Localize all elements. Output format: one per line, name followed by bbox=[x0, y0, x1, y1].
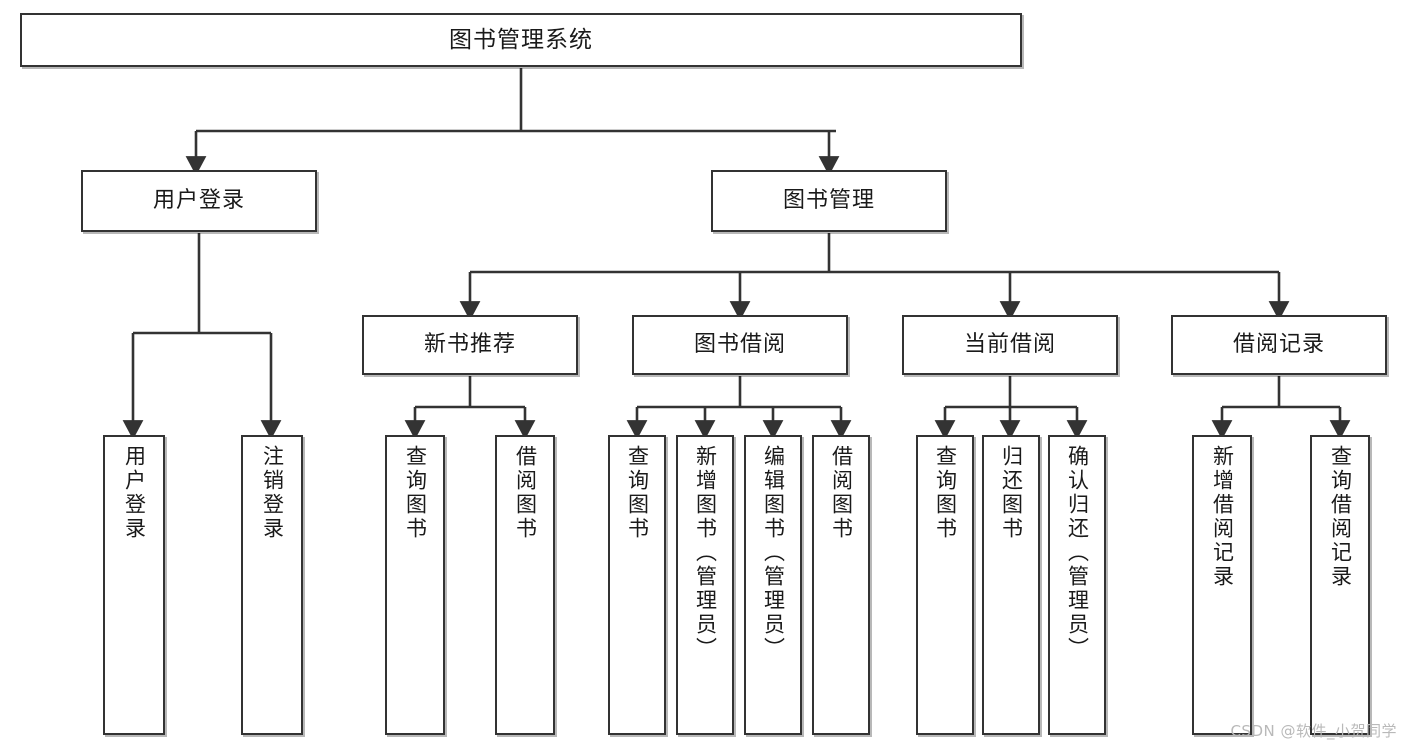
node-new-book-recommend[interactable]: 新书推荐 bbox=[362, 315, 578, 375]
node-root-system[interactable]: 图书管理系统 bbox=[20, 13, 1022, 67]
node-leaf-borrow-book-2[interactable]: 借阅图书 bbox=[812, 435, 870, 735]
node-label: 用户登录 bbox=[152, 188, 245, 214]
node-label: 用户登录 bbox=[122, 445, 147, 541]
node-leaf-add-record[interactable]: 新增借阅记录 bbox=[1192, 435, 1252, 735]
node-label: 借阅图书 bbox=[829, 445, 854, 541]
node-label: 借阅记录 bbox=[1232, 332, 1325, 358]
node-label: 查询借阅记录 bbox=[1328, 445, 1353, 589]
node-leaf-edit-book[interactable]: 编辑图书（管理员） bbox=[744, 435, 802, 735]
node-label: 图书借阅 bbox=[693, 332, 786, 358]
node-label: 借阅图书 bbox=[513, 445, 538, 541]
csdn-watermark: CSDN @软件_小贺同学 bbox=[1230, 722, 1397, 740]
node-label: 查询图书 bbox=[933, 445, 958, 541]
node-leaf-query-book-2[interactable]: 查询图书 bbox=[608, 435, 666, 735]
node-current-borrow[interactable]: 当前借阅 bbox=[902, 315, 1118, 375]
node-leaf-query-book-3[interactable]: 查询图书 bbox=[916, 435, 974, 735]
node-leaf-query-record[interactable]: 查询借阅记录 bbox=[1310, 435, 1370, 735]
node-leaf-borrow-book-1[interactable]: 借阅图书 bbox=[495, 435, 555, 735]
node-book-management[interactable]: 图书管理 bbox=[711, 170, 947, 232]
node-label: 查询图书 bbox=[625, 445, 650, 541]
node-label: 新增借阅记录 bbox=[1210, 445, 1235, 589]
node-leaf-query-book-1[interactable]: 查询图书 bbox=[385, 435, 445, 735]
node-borrow-record[interactable]: 借阅记录 bbox=[1171, 315, 1387, 375]
node-label: 注销登录 bbox=[260, 445, 285, 541]
node-label: 新书推荐 bbox=[423, 332, 516, 358]
node-label: 编辑图书（管理员） bbox=[761, 445, 786, 661]
node-label: 确认归还（管理员） bbox=[1065, 445, 1090, 661]
node-label: 图书管理系统 bbox=[449, 26, 593, 53]
node-leaf-return-book[interactable]: 归还图书 bbox=[982, 435, 1040, 735]
node-leaf-user-login[interactable]: 用户登录 bbox=[103, 435, 165, 735]
node-label: 当前借阅 bbox=[963, 332, 1056, 358]
node-label: 图书管理 bbox=[782, 188, 875, 214]
node-user-login[interactable]: 用户登录 bbox=[81, 170, 317, 232]
node-label: 归还图书 bbox=[999, 445, 1024, 541]
node-label: 新增图书（管理员） bbox=[693, 445, 718, 661]
node-label: 查询图书 bbox=[403, 445, 428, 541]
node-leaf-confirm-return[interactable]: 确认归还（管理员） bbox=[1048, 435, 1106, 735]
node-leaf-logout-login[interactable]: 注销登录 bbox=[241, 435, 303, 735]
node-book-borrow[interactable]: 图书借阅 bbox=[632, 315, 848, 375]
node-leaf-add-book[interactable]: 新增图书（管理员） bbox=[676, 435, 734, 735]
